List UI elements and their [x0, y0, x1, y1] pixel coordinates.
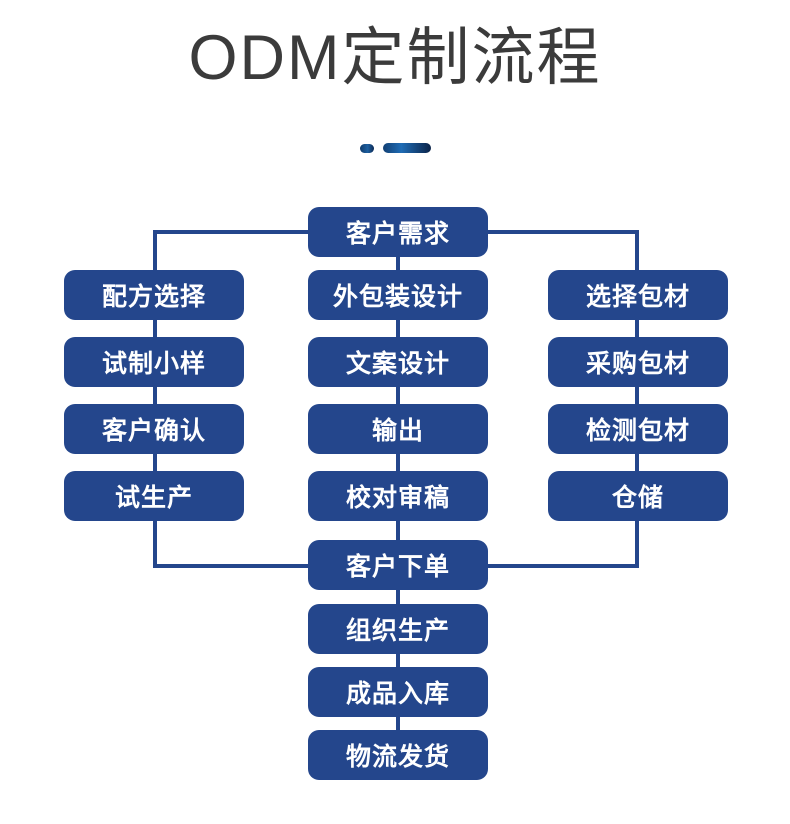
divider-dot-icon: [359, 143, 374, 153]
node-trial-sample[interactable]: 试制小样: [64, 337, 244, 387]
node-label: 文案设计: [345, 350, 450, 378]
node-output[interactable]: 输出: [308, 404, 488, 454]
node-test-packaging-material[interactable]: 检测包材: [548, 404, 728, 454]
node-formula-selection[interactable]: 配方选择: [64, 270, 244, 320]
node-label: 组织生产: [345, 617, 450, 645]
node-label: 客户确认: [101, 417, 206, 445]
node-customer-requirement[interactable]: 客户需求: [308, 207, 488, 257]
node-copywriting-design[interactable]: 文案设计: [308, 337, 488, 387]
title-divider: [0, 140, 790, 156]
node-label: 仓储: [611, 484, 664, 512]
node-label: 配方选择: [101, 283, 206, 311]
divider-bar-icon: [382, 143, 431, 153]
node-label: 客户需求: [345, 220, 450, 248]
node-label: 输出: [371, 417, 424, 445]
node-label: 选择包材: [585, 283, 690, 311]
node-logistics-shipping[interactable]: 物流发货: [308, 730, 488, 780]
node-customer-place-order[interactable]: 客户下单: [308, 540, 488, 590]
node-label: 校对审稿: [345, 484, 450, 512]
node-warehousing[interactable]: 仓储: [548, 471, 728, 521]
node-finished-goods-warehousing[interactable]: 成品入库: [308, 667, 488, 717]
node-organize-production[interactable]: 组织生产: [308, 604, 488, 654]
node-label: 外包装设计: [332, 283, 463, 311]
node-purchase-packaging-material[interactable]: 采购包材: [548, 337, 728, 387]
node-label: 客户下单: [345, 553, 450, 581]
node-label: 检测包材: [585, 417, 690, 445]
node-label: 试制小样: [101, 350, 206, 378]
node-label: 物流发货: [345, 743, 450, 771]
node-outer-packaging-design[interactable]: 外包装设计: [308, 270, 488, 320]
node-label: 试生产: [114, 484, 193, 512]
node-customer-confirmation[interactable]: 客户确认: [64, 404, 244, 454]
node-label: 采购包材: [585, 350, 690, 378]
node-label: 成品入库: [345, 680, 450, 708]
node-proofreading-review[interactable]: 校对审稿: [308, 471, 488, 521]
page-title: ODM定制流程: [188, 23, 602, 93]
node-trial-production[interactable]: 试生产: [64, 471, 244, 521]
node-select-packaging-material[interactable]: 选择包材: [548, 270, 728, 320]
